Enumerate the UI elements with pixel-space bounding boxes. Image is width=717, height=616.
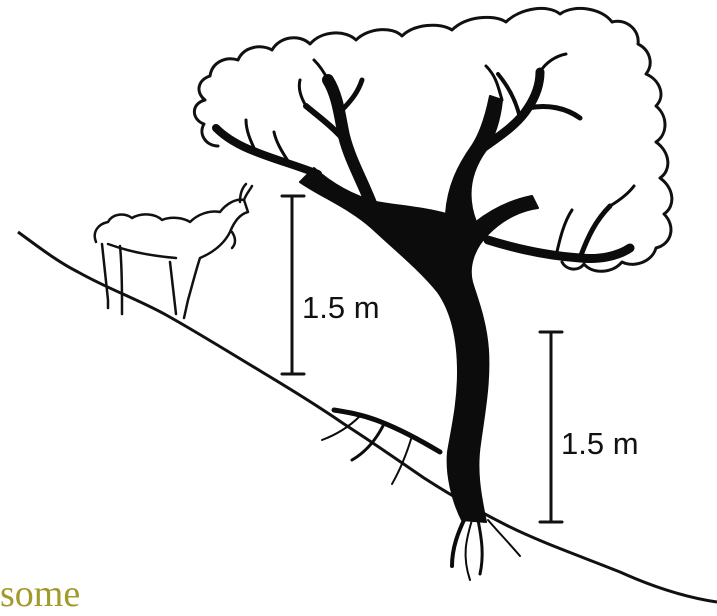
goat-icon [95, 184, 252, 318]
height-bar-icon [282, 196, 304, 374]
height-label-left: 1.5 m [302, 290, 380, 326]
height-label-right: 1.5 m [561, 426, 639, 462]
tree-icon [216, 54, 634, 580]
caption-text: some [0, 572, 80, 616]
height-bar-icon [540, 332, 562, 522]
